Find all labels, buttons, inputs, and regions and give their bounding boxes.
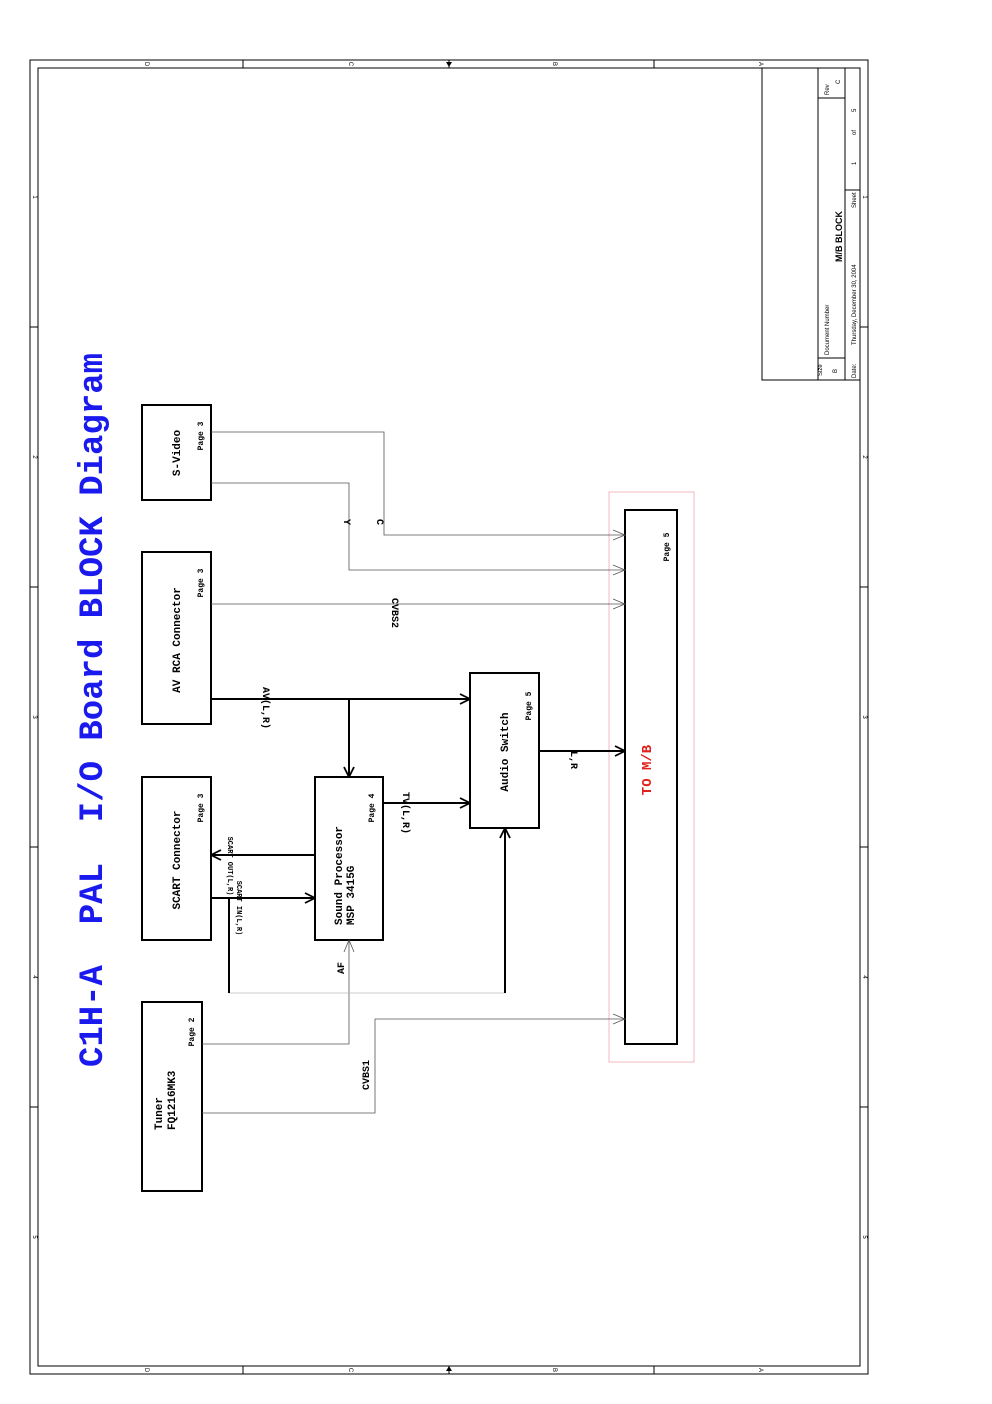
title-block: Size B Document Number M/B BLOCK Rev C D… [761, 67, 861, 381]
sheet-value: 1 [852, 161, 858, 165]
zone-number-right-4: 4 [861, 975, 867, 979]
cvbs1-signal-line [202, 1019, 625, 1114]
av-rca-page: Page 3 [197, 568, 206, 597]
av-rca-name: AV RCA Connector [172, 587, 184, 693]
size-label: Size [818, 364, 824, 376]
date-value: Thursday, December 30, 2004 [852, 264, 858, 345]
tv-lr-label: TV(L,R) [399, 792, 411, 834]
zone-number-right-1: 1 [861, 195, 867, 199]
tuner-page: Page 2 [188, 1017, 197, 1046]
rev-label: Rev [825, 84, 831, 95]
audio-switch-block: Audio Switch Page 5 [469, 672, 540, 829]
mb-block: TO M/B Page 5 [608, 491, 695, 1063]
sound-processor-name: Sound Processor [334, 826, 346, 925]
tuner-block: Tuner FQ1216MK3 Page 2 [141, 1001, 203, 1192]
scart-name: SCART Connector [172, 810, 184, 909]
doc-number-value: M/B BLOCK [834, 211, 844, 262]
af-label: AF [337, 962, 348, 974]
tuner-model: FQ1216MK3 [167, 1070, 179, 1130]
zone-letter-bottom-a: A [757, 1368, 763, 1372]
scart-in-label: SCART IN(L,R) [234, 881, 242, 936]
sheet-label: Sheet [852, 192, 858, 208]
zone-letter-bottom-b: B [551, 1368, 557, 1372]
cvbs2-label: CVBS2 [388, 598, 399, 628]
zone-letter-top-c: C [347, 62, 353, 67]
audio-switch-name: Audio Switch [500, 712, 512, 791]
tuner-name: Tuner [154, 1097, 166, 1130]
zone-number-left-2: 2 [31, 455, 37, 459]
zone-number-left-1: 1 [31, 195, 37, 199]
sound-processor-model: MSP 3415G [346, 865, 358, 925]
zone-number-left-4: 4 [31, 975, 37, 979]
scart-block: SCART Connector Page 3 [141, 776, 212, 941]
svideo-block: S-Video Page 3 [141, 404, 212, 501]
sound-processor-page: Page 4 [368, 793, 377, 822]
av-rca-block: AV RCA Connector Page 3 [141, 551, 212, 725]
zone-letter-top-b: B [551, 62, 557, 66]
c-label: C [373, 519, 384, 525]
zone-letter-bottom-d: D [143, 1368, 149, 1373]
rev-value: C [836, 79, 842, 84]
c-signal-line [211, 431, 625, 535]
of-label: of [852, 130, 858, 135]
cvbs1-label: CVBS1 [362, 1060, 373, 1090]
zone-number-right-3: 3 [861, 715, 867, 719]
y-signal-line [211, 482, 625, 570]
diagram-title: C1H-A PAL I/O Board BLOCK Diagram [75, 353, 113, 1067]
zone-letter-top-d: D [143, 62, 149, 67]
doc-number-label: Document Number [825, 305, 831, 355]
scart-page: Page 3 [197, 793, 206, 822]
size-value: B [833, 369, 839, 373]
zone-number-right-2: 2 [861, 455, 867, 459]
zone-number-left-5: 5 [31, 1235, 37, 1239]
zone-number-right-5: 5 [861, 1235, 867, 1239]
audio-switch-page: Page 5 [525, 691, 534, 720]
svideo-name: S-Video [172, 430, 184, 477]
mb-name: TO M/B [640, 744, 656, 795]
lr-label: L,R [567, 751, 578, 769]
date-label: Date: [852, 363, 858, 378]
zone-letter-bottom-c: C [347, 1368, 353, 1373]
scart-out-label: SCART OUT(L,R) [225, 837, 233, 896]
drawing-frame: D C B A D C B A 1 2 3 4 5 1 2 3 4 5 [29, 59, 869, 1375]
sound-processor-block: Sound Processor MSP 3415G Page 4 [314, 776, 384, 941]
y-label: Y [340, 519, 351, 525]
zone-number-left-3: 3 [31, 715, 37, 719]
af-signal-line [202, 940, 349, 1045]
of-value: 5 [852, 108, 858, 112]
mb-page: Page 5 [663, 532, 672, 561]
zone-letter-top-a: A [757, 62, 763, 66]
av-lr-label: AV(L,R) [259, 687, 271, 729]
svideo-page: Page 3 [197, 421, 206, 450]
